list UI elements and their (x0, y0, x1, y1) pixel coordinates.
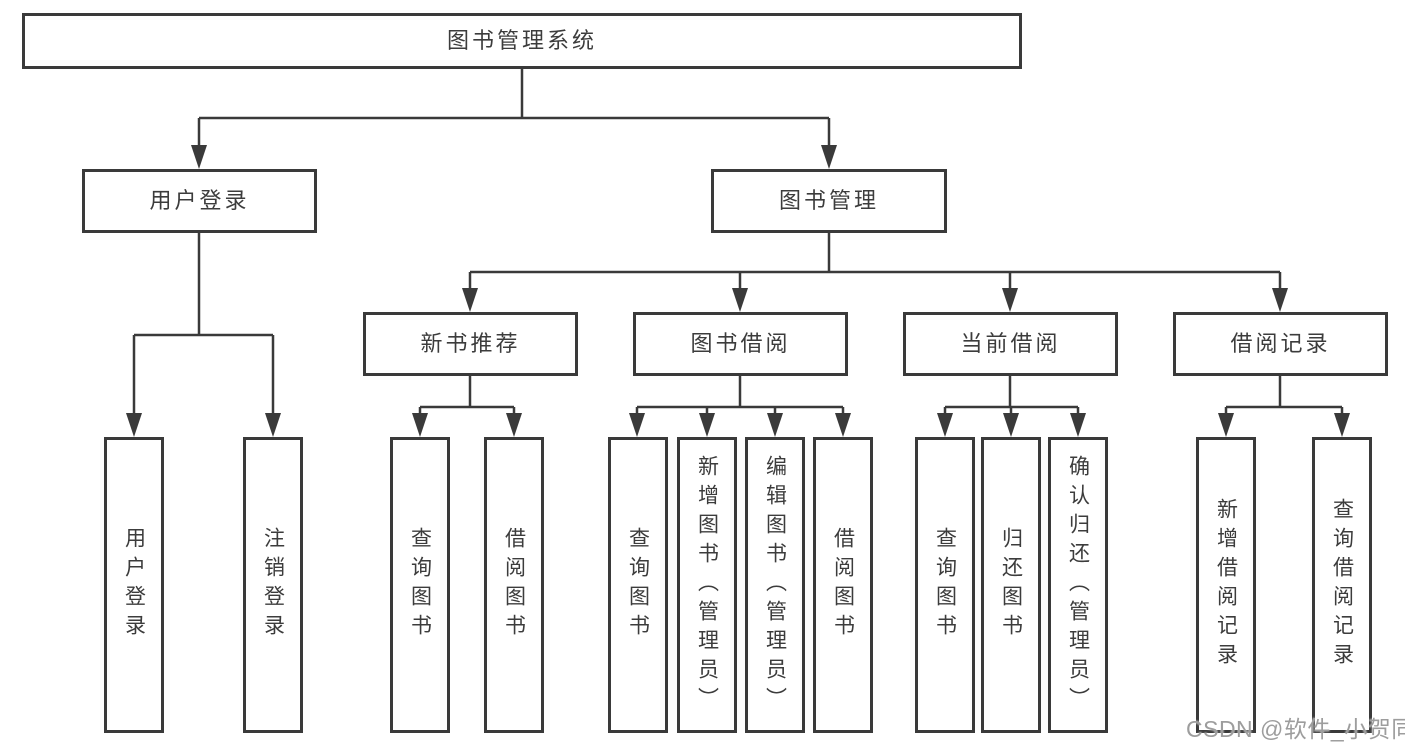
leaf-label: 确认归还（管理员） (1066, 454, 1090, 716)
leaf-return-books: 归还图书 (981, 437, 1041, 733)
leaf-query-borrow-record: 查询借阅记录 (1312, 437, 1372, 733)
leaf-edit-books-admin: 编辑图书（管理员） (745, 437, 805, 733)
node-label: 新书推荐 (420, 331, 521, 356)
leaf-logout: 注销登录 (243, 437, 303, 733)
node-label: 用户登录 (149, 188, 250, 213)
leaf-label: 用户登录 (122, 527, 146, 643)
arrowhead (191, 145, 207, 169)
leaf-label: 查询借阅记录 (1330, 498, 1354, 672)
arrowhead (1334, 413, 1350, 437)
arrowhead (126, 413, 142, 437)
node-label: 图书管理系统 (446, 28, 597, 53)
arrowhead (1070, 413, 1086, 437)
leaf-borrow-books-recommend: 借阅图书 (484, 437, 544, 733)
node-book-management: 图书管理 (711, 169, 947, 233)
arrowhead (412, 413, 428, 437)
leaf-borrow-books-borrowing: 借阅图书 (813, 437, 873, 733)
arrowhead (937, 413, 953, 437)
arrowhead (265, 413, 281, 437)
leaf-label: 注销登录 (261, 527, 285, 643)
leaf-query-books-current: 查询图书 (915, 437, 975, 733)
leaf-query-books-borrowing: 查询图书 (608, 437, 668, 733)
leaf-label: 归还图书 (999, 527, 1023, 643)
leaf-label: 新增图书（管理员） (695, 454, 719, 716)
node-label: 图书管理 (778, 188, 879, 213)
leaf-query-books-recommend: 查询图书 (390, 437, 450, 733)
node-label: 当前借阅 (960, 331, 1061, 356)
leaf-label: 借阅图书 (831, 527, 855, 643)
arrowhead (462, 288, 478, 312)
arrowhead (699, 413, 715, 437)
leaf-confirm-return-admin: 确认归还（管理员） (1048, 437, 1108, 733)
arrowhead (821, 145, 837, 169)
leaf-label: 编辑图书（管理员） (763, 454, 787, 716)
leaf-add-books-admin: 新增图书（管理员） (677, 437, 737, 733)
node-book-borrowing: 图书借阅 (633, 312, 848, 376)
arrowhead (506, 413, 522, 437)
node-current-borrowing: 当前借阅 (903, 312, 1118, 376)
arrowhead (629, 413, 645, 437)
leaf-add-borrow-record: 新增借阅记录 (1196, 437, 1256, 733)
node-new-book-recommend: 新书推荐 (363, 312, 578, 376)
leaf-label: 查询图书 (626, 527, 650, 643)
node-borrowing-records: 借阅记录 (1173, 312, 1388, 376)
watermark: CSDN @软件_小贺同学 (1186, 716, 1405, 742)
arrowhead (835, 413, 851, 437)
arrowhead (732, 288, 748, 312)
leaf-user-login: 用户登录 (104, 437, 164, 733)
arrowhead (1002, 288, 1018, 312)
arrowhead (1218, 413, 1234, 437)
leaf-label: 查询图书 (933, 527, 957, 643)
leaf-label: 查询图书 (408, 527, 432, 643)
arrowhead (1003, 413, 1019, 437)
arrowhead (767, 413, 783, 437)
leaf-label: 新增借阅记录 (1214, 498, 1238, 672)
leaf-label: 借阅图书 (502, 527, 526, 643)
node-user-login: 用户登录 (82, 169, 317, 233)
node-label: 图书借阅 (690, 331, 791, 356)
node-label: 借阅记录 (1230, 331, 1331, 356)
node-root: 图书管理系统 (22, 13, 1022, 69)
arrowhead (1272, 288, 1288, 312)
